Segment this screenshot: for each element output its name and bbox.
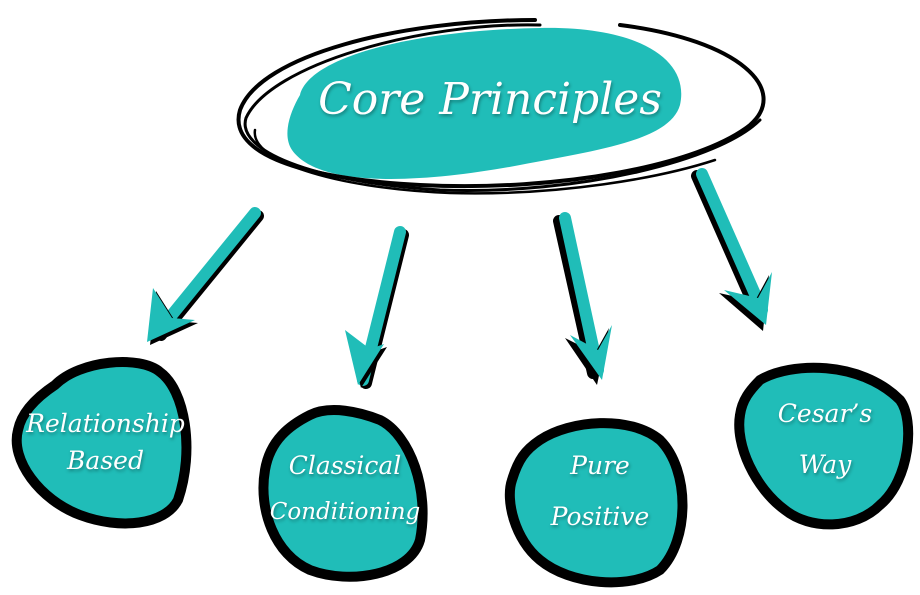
node-classical-conditioning: Classical Conditioning: [260, 451, 430, 525]
title-blob: [287, 27, 682, 179]
node-label-line2: Way: [798, 449, 852, 479]
node-label-line2: Conditioning: [269, 498, 421, 525]
node-label-line1: Cesar’s: [777, 399, 873, 428]
arrow-to-classical-conditioning: [345, 226, 409, 389]
node-label-line1: Relationship: [26, 409, 185, 438]
node-relationship-based: Relationship Based: [18, 409, 193, 476]
arrow-to-pure-positive: [553, 212, 612, 385]
arrow-to-relationship-based: [147, 207, 264, 345]
title-label: Core Principles: [318, 74, 662, 125]
node-blob-classical-conditioning: [258, 405, 428, 582]
title-scribble-outline: [236, 18, 766, 195]
node-pure-positive: Pure Positive: [510, 451, 690, 532]
node-label-line2: Based: [67, 445, 144, 475]
node-label-line1: Classical: [288, 451, 402, 480]
node-blob-cesars-way: [734, 362, 914, 530]
node-blob-pure-positive: [504, 418, 688, 588]
node-label-line1: Pure: [570, 451, 630, 480]
arrow-to-cesars-way: [691, 168, 772, 331]
node-cesars-way: Cesar’s Way: [740, 399, 910, 480]
node-blob-relationship-based: [11, 357, 192, 529]
node-label-line2: Positive: [550, 501, 650, 531]
